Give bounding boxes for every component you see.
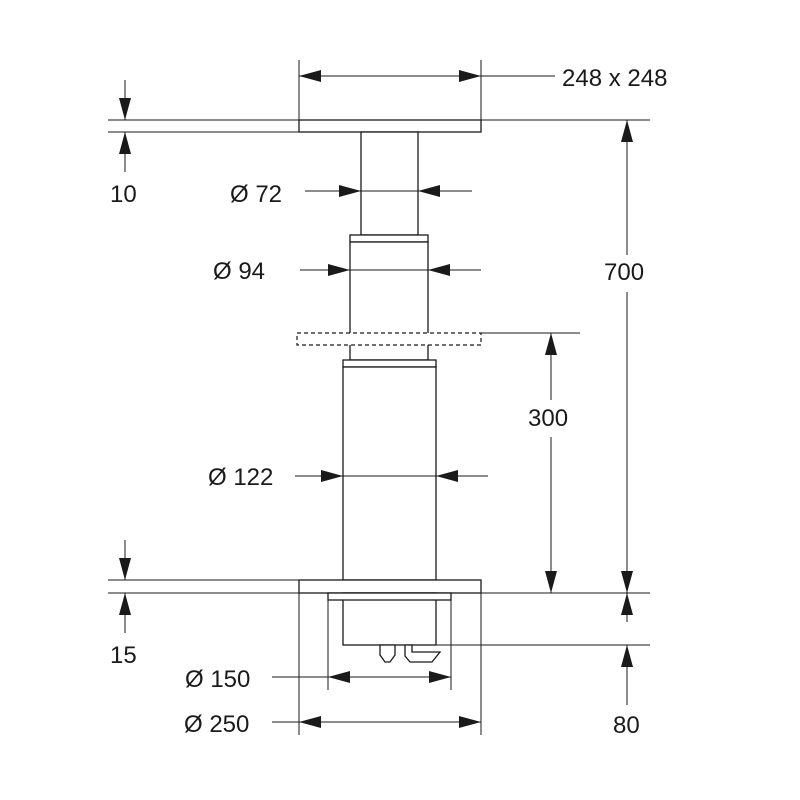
outer-tube (342, 366, 437, 581)
label-spigot: Ø 150 (185, 666, 250, 693)
label-top-plate: 248 x 248 (562, 65, 667, 92)
label-stroke: 300 (528, 405, 568, 432)
retracted-plate-position (296, 332, 482, 346)
column-body (296, 119, 482, 663)
middle-tube-collar (349, 234, 429, 243)
dimension-top-plate-thickness: 10 (110, 80, 137, 208)
label-below-base: 80 (613, 712, 640, 739)
dimension-top-plate: 248 x 248 (299, 65, 667, 92)
dimension-stroke: 300 (528, 333, 568, 593)
dimension-middle-tube: Ø 94 (213, 258, 481, 285)
dimension-below-base: 80 (613, 593, 640, 739)
label-base-plate: Ø 250 (184, 711, 249, 738)
dimension-total-height: 700 (604, 120, 644, 593)
label-top-plate-thickness: 10 (110, 181, 137, 208)
label-outer-tube: Ø 122 (208, 464, 273, 491)
top-plate (298, 119, 482, 133)
inner-tube (360, 131, 419, 236)
dimension-outer-tube: Ø 122 (208, 464, 488, 491)
extension-lines (108, 60, 650, 735)
outer-tube-collar (342, 359, 437, 368)
label-inner-tube: Ø 72 (230, 181, 282, 208)
label-base-plate-thickness: 15 (110, 642, 137, 669)
label-total-height: 700 (604, 259, 644, 286)
dimension-base-plate: Ø 250 (184, 711, 481, 738)
dimension-base-plate-thickness: 15 (110, 540, 137, 669)
cable-connector-icon (379, 644, 442, 663)
label-middle-tube: Ø 94 (213, 258, 265, 285)
spigot (342, 592, 437, 646)
base-plate (298, 579, 482, 594)
dimension-spigot: Ø 150 (185, 666, 451, 693)
dimension-inner-tube: Ø 72 (230, 181, 472, 208)
spigot-rim (327, 592, 452, 601)
